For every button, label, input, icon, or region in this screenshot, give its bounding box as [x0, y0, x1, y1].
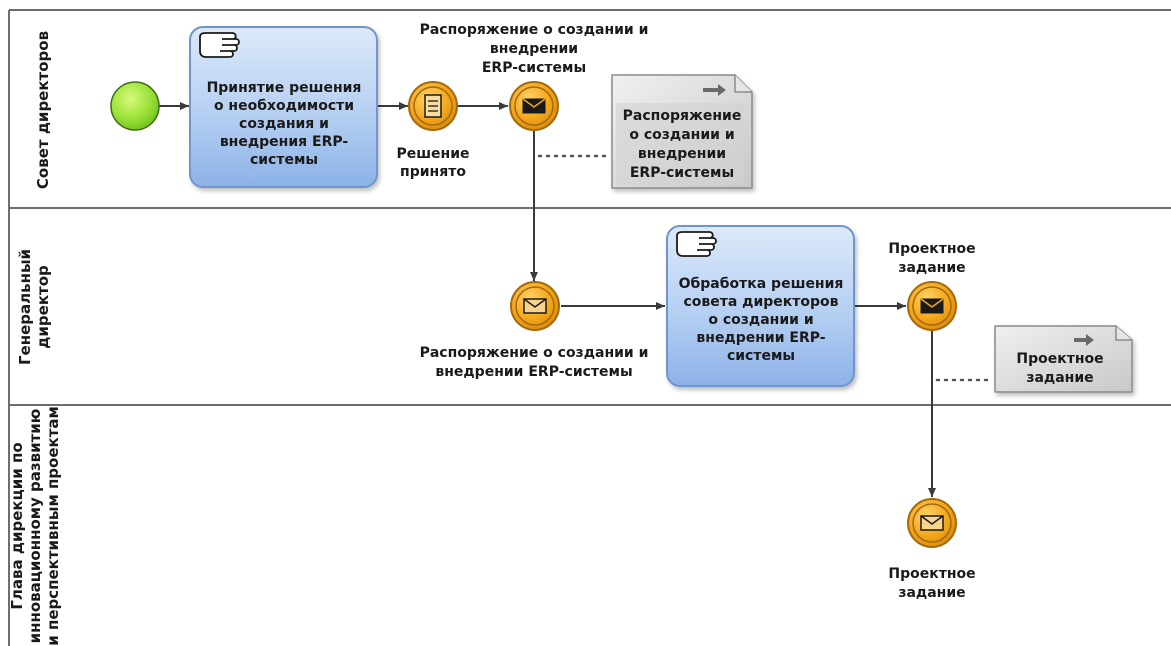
- event-label-line: внедрении: [490, 41, 578, 57]
- manual-task-icon: [199, 32, 240, 58]
- message-catch1-label: Распоряжение о создании и внедрении ERP-…: [420, 345, 649, 380]
- task-line: о создании и: [708, 312, 813, 328]
- message2-label: Проектное задание: [888, 241, 975, 276]
- doc-line: ERP-системы: [630, 165, 734, 181]
- event-label-line: принято: [400, 164, 466, 180]
- task-line: внедрении ERP-: [696, 330, 825, 346]
- task1-text: Принятие решения о необходимости создани…: [207, 80, 362, 168]
- task-line: совета директоров: [683, 294, 838, 310]
- task2-text: Обработка решения совета директоров о со…: [679, 276, 844, 364]
- event-label-line: Проектное: [888, 566, 975, 582]
- doc-line: Распоряжение: [623, 108, 742, 124]
- arrow-right-icon: [703, 84, 726, 96]
- event-label-line: задание: [898, 585, 965, 601]
- task-line: внедрения ERP-: [220, 134, 349, 150]
- message1-label: Распоряжение о создании и внедрении ERP-…: [420, 22, 649, 76]
- message-catch2-label: Проектное задание: [888, 566, 975, 601]
- task-line: системы: [250, 152, 318, 168]
- event-label-line: задание: [898, 260, 965, 276]
- doc-line: внедрении: [638, 146, 726, 162]
- doc-line: о создании и: [629, 127, 734, 143]
- envelope-filled-icon: [920, 298, 944, 314]
- envelope-filled-icon: [522, 98, 546, 114]
- task-line: Принятие решения: [207, 80, 362, 96]
- lane-title-line: Глава дирекции по: [8, 442, 26, 609]
- doc-line: Проектное: [1016, 351, 1103, 367]
- data-object-assignment[interactable]: [994, 325, 1133, 393]
- start-event[interactable]: [110, 81, 160, 131]
- lane-title-line: инновационному развитию: [26, 409, 44, 644]
- lane-title-line: и перспективным проектам: [44, 406, 62, 646]
- lane-title-line: директор: [34, 265, 52, 349]
- event-label-line: ERP-системы: [482, 60, 586, 76]
- sequence-flows: [159, 102, 936, 497]
- doc-line: задание: [1026, 370, 1093, 386]
- task-decision-making[interactable]: [189, 26, 378, 188]
- associations: [537, 154, 995, 382]
- lane-title-ceo: Генеральный директор: [16, 249, 52, 365]
- manual-task-icon: [676, 231, 717, 257]
- arrow-right-icon: [1074, 334, 1094, 346]
- event-label-line: Решение: [396, 146, 469, 162]
- envelope-outline-icon: [920, 515, 944, 531]
- document-list-icon: [424, 94, 442, 118]
- task-line: создания и: [239, 116, 329, 132]
- event-label-line: Распоряжение о создании и: [420, 345, 649, 361]
- lane-title-board: Совет директоров: [34, 31, 52, 189]
- task-line: о необходимости: [214, 98, 354, 114]
- inner-panel: [616, 103, 744, 185]
- event-label-line: внедрении ERP-системы: [435, 364, 632, 380]
- event-label-line: Распоряжение о создании и: [420, 22, 649, 38]
- event-label-line: Проектное: [888, 241, 975, 257]
- lane-title-line: Совет директоров: [34, 31, 52, 189]
- decision-label: Решение принято: [396, 146, 469, 180]
- data-object-assignment-text: Проектное задание: [1016, 351, 1103, 386]
- task-line: Обработка решения: [679, 276, 844, 292]
- lane-title-head: Глава дирекции по инновационному развити…: [8, 406, 62, 646]
- task-process-decision[interactable]: [666, 225, 855, 387]
- lane-title-line: Генеральный: [16, 249, 34, 365]
- data-object-order-text: Распоряжение о создании и внедрении ERP-…: [623, 108, 742, 181]
- task-line: системы: [727, 348, 795, 364]
- envelope-outline-icon: [523, 298, 547, 314]
